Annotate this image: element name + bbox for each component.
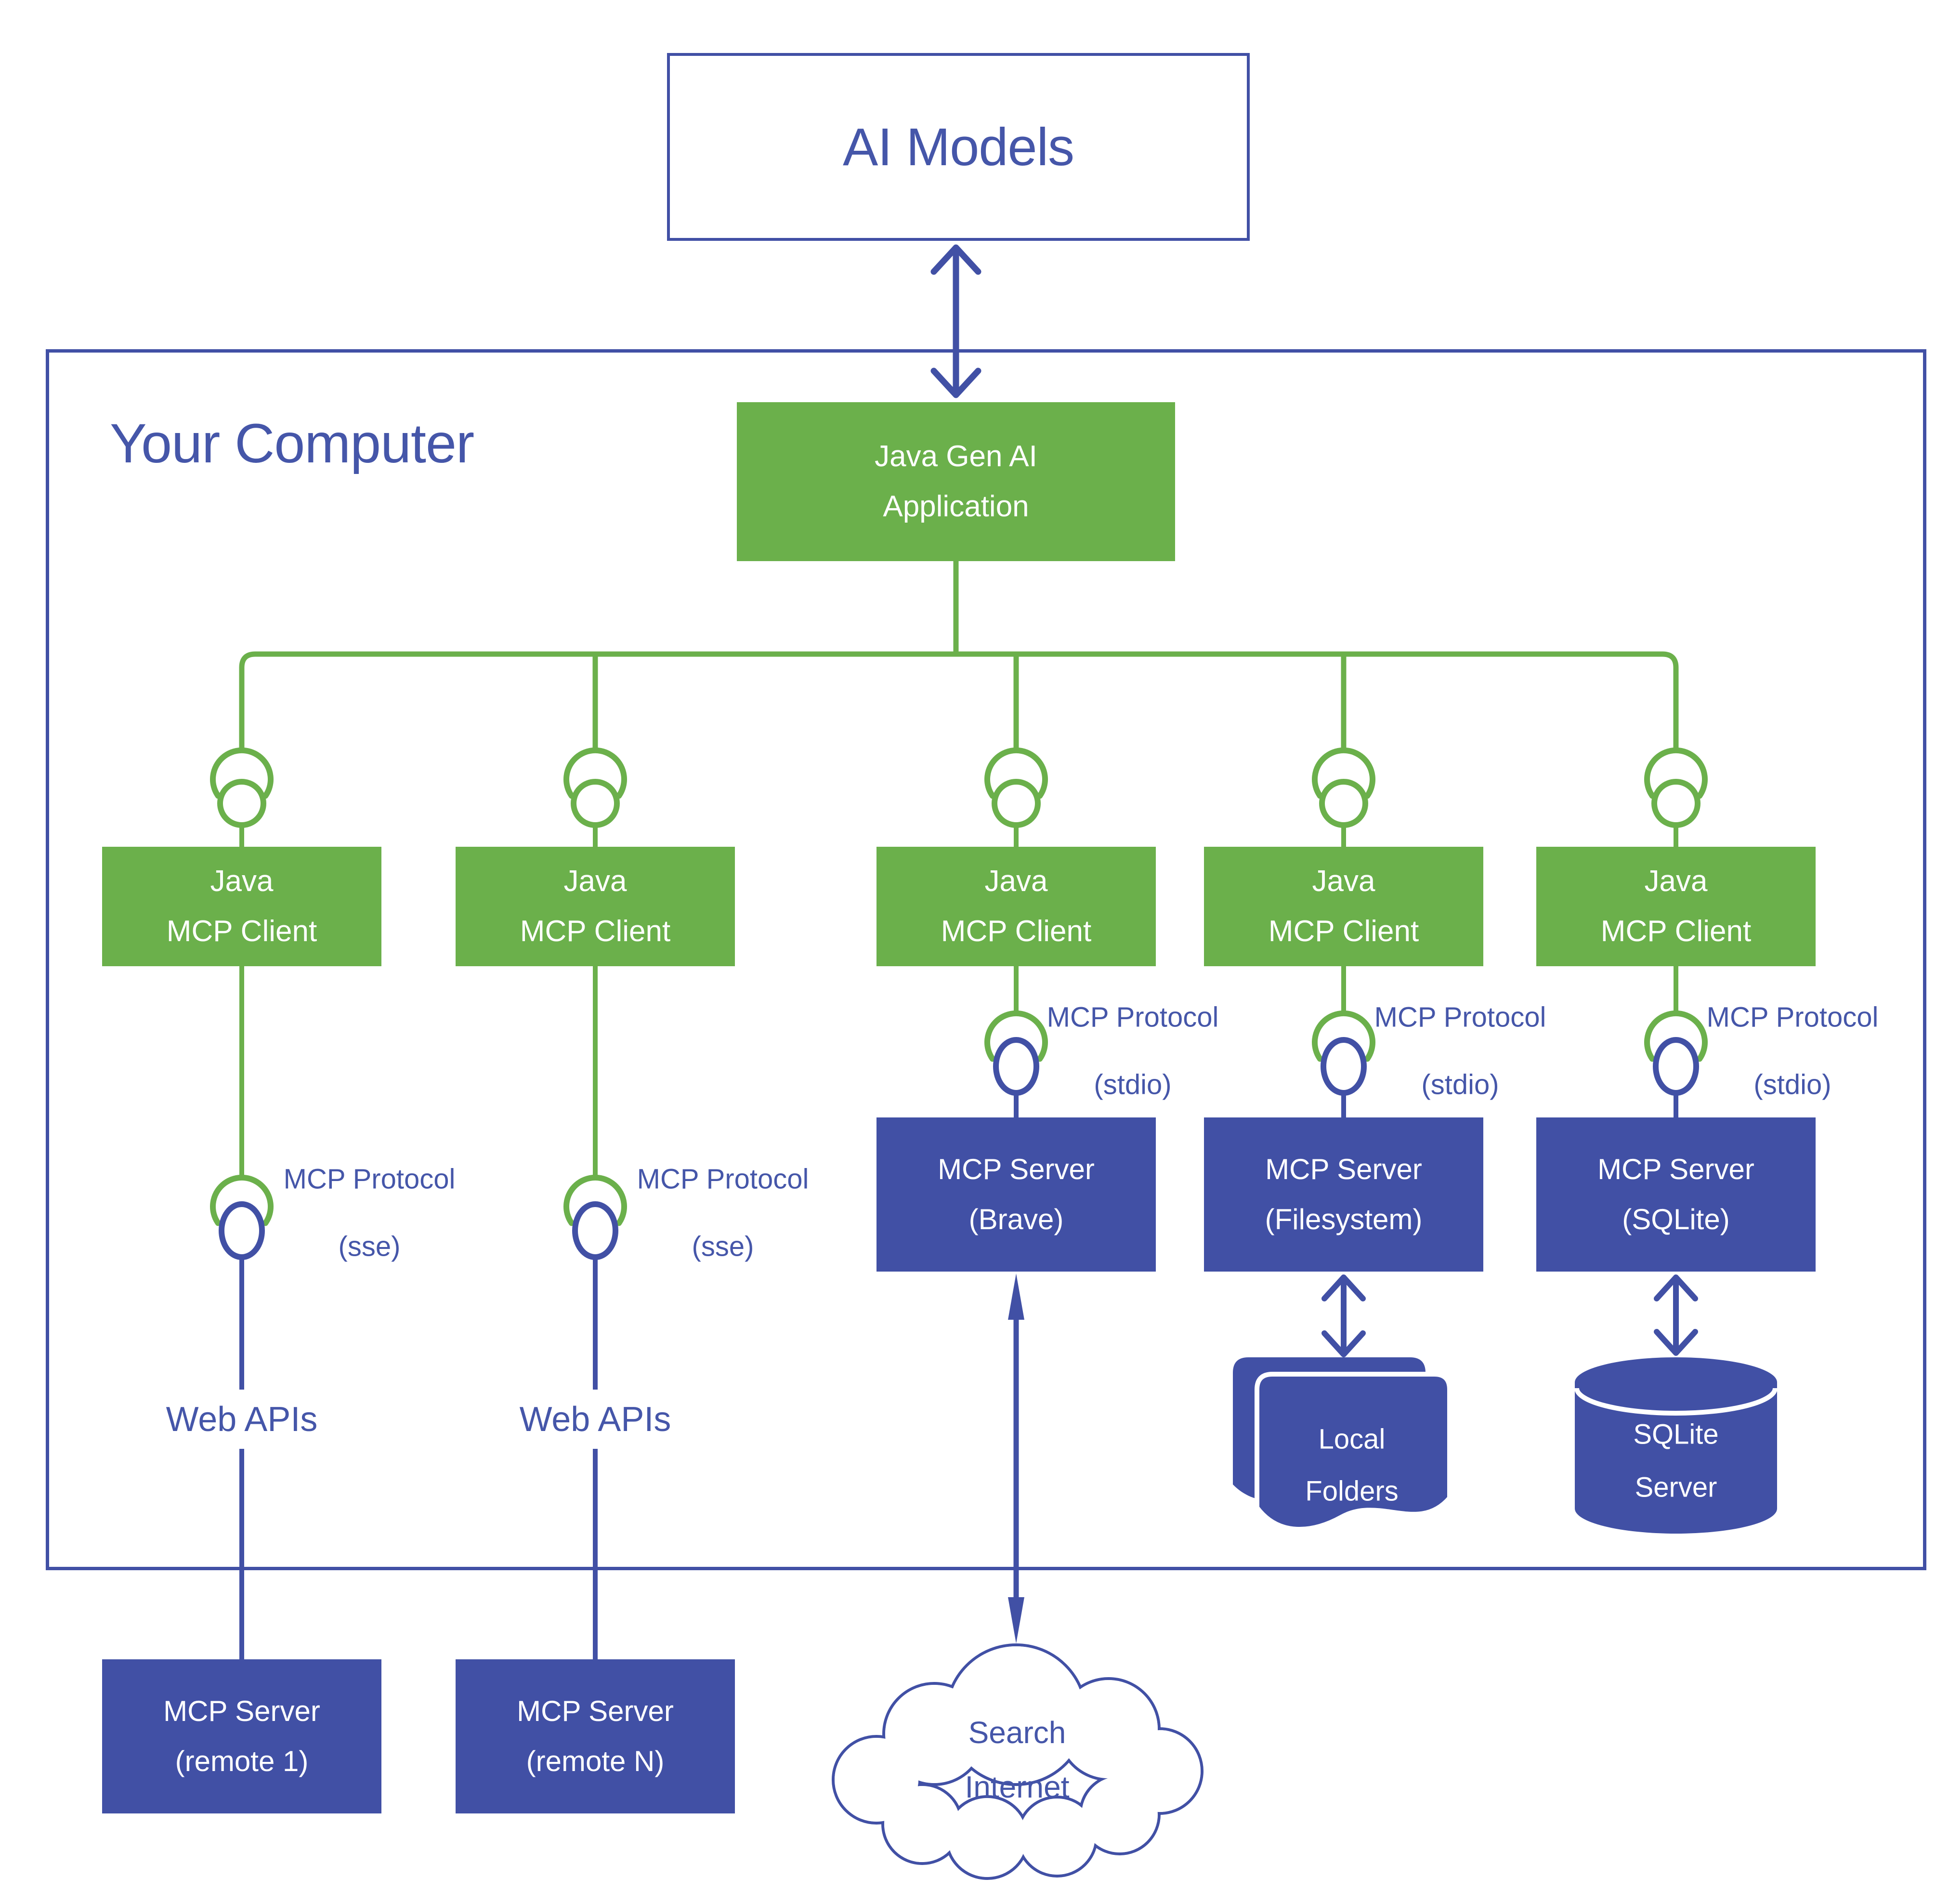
mcp-sse-connector-icon: [563, 1175, 627, 1276]
mcp-server-remoteN-line2: (remote N): [526, 1745, 665, 1777]
local-folders-label-line1: Local: [1318, 1423, 1386, 1455]
connector-client4-stdio: [1341, 966, 1346, 1014]
mcp-client-label-line1: Java: [984, 865, 1048, 898]
mcp-server-filesystem-line1: MCP Server: [1265, 1153, 1422, 1185]
client-bus-connector: [239, 561, 1679, 752]
mcp-client-label-line2: MCP Client: [941, 915, 1092, 948]
mcp-server-filesystem-box: MCP Server (Filesystem): [1204, 1117, 1483, 1272]
mcp-client-label-line2: MCP Client: [166, 915, 317, 948]
internet-cloud-icon: [832, 1643, 1203, 1880]
brave-internet-double-arrow-icon: [1008, 1274, 1024, 1643]
gen-ai-app-label-line1: Java Gen AI: [875, 440, 1037, 473]
mcp-client-box-4: Java MCP Client: [1204, 847, 1483, 966]
mcp-server-brave-box: MCP Server (Brave): [876, 1117, 1156, 1272]
your-computer-label: Your Computer: [110, 413, 474, 474]
mcp-client-box-2: Java MCP Client: [456, 847, 735, 966]
mcp-server-remoteN-line1: MCP Server: [517, 1695, 674, 1727]
mcp-server-brave-line2: (Brave): [968, 1203, 1064, 1235]
mcp-client-label-line1: Java: [563, 865, 627, 898]
protocol-label-sse-1-line1: MCP Protocol: [283, 1163, 456, 1195]
connector-sse1-webapi: [239, 1274, 244, 1390]
filesystem-folders-double-arrow-icon: [1321, 1274, 1366, 1357]
mcp-client-label-line2: MCP Client: [520, 915, 671, 948]
protocol-label-stdio-1-line1: MCP Protocol: [1046, 1001, 1219, 1033]
mcp-server-remote1-line2: (remote 1): [175, 1745, 309, 1777]
web-apis-label-2: Web APIs: [519, 1400, 671, 1439]
mcp-server-remote1-line1: MCP Server: [163, 1695, 320, 1727]
sqlite-server-label-line1: SQLite: [1633, 1418, 1719, 1450]
protocol-label-stdio-3-line2: (stdio): [1753, 1069, 1831, 1101]
gen-ai-app-box: Java Gen AI Application: [737, 402, 1175, 561]
connector-client1-sse: [239, 966, 244, 1178]
protocol-label-sse-1-line2: (sse): [338, 1231, 401, 1262]
mcp-client-label-line1: Java: [210, 865, 274, 898]
protocol-label-stdio-2-line2: (stdio): [1421, 1069, 1499, 1101]
mcp-connector-icon: [984, 748, 1048, 849]
sqlite-server-label-line2: Server: [1635, 1471, 1717, 1503]
protocol-label-sse-2-line1: MCP Protocol: [637, 1163, 809, 1195]
connector-webapi2-remoteN: [593, 1449, 598, 1659]
mcp-server-brave-line1: MCP Server: [938, 1153, 1095, 1185]
web-apis-label-1: Web APIs: [166, 1400, 318, 1439]
mcp-client-label-line2: MCP Client: [1600, 915, 1752, 948]
mcp-server-remoteN-box: MCP Server (remote N): [456, 1659, 735, 1813]
mcp-server-filesystem-line2: (Filesystem): [1265, 1203, 1423, 1235]
mcp-stdio-connector-icon: [1644, 1011, 1708, 1118]
ai-models-box: AI Models: [667, 53, 1250, 241]
mcp-stdio-connector-icon: [984, 1011, 1048, 1118]
mcp-connector-icon: [1312, 748, 1375, 849]
connector-webapi1-remote1: [239, 1449, 244, 1659]
mcp-connector-icon: [563, 748, 627, 849]
ai-models-label: AI Models: [842, 117, 1074, 177]
sqlite-db-double-arrow-icon: [1654, 1274, 1698, 1356]
protocol-label-stdio-2-line1: MCP Protocol: [1374, 1001, 1546, 1033]
mcp-client-label-line2: MCP Client: [1268, 915, 1419, 948]
ai-app-double-arrow-icon: [930, 244, 981, 398]
mcp-connector-icon: [1644, 748, 1708, 849]
mcp-server-sqlite-line2: (SQLite): [1622, 1203, 1730, 1235]
mcp-server-sqlite-line1: MCP Server: [1597, 1153, 1754, 1185]
cloud-label-line2: Internet: [965, 1770, 1070, 1804]
mcp-client-box-1: Java MCP Client: [102, 847, 381, 966]
connector-client3-stdio: [1014, 966, 1019, 1014]
mcp-client-label-line1: Java: [1644, 865, 1708, 898]
mcp-server-sqlite-box: MCP Server (SQLite): [1536, 1117, 1816, 1272]
mcp-stdio-connector-icon: [1312, 1011, 1375, 1118]
sqlite-database-cylinder-icon: [1574, 1357, 1778, 1534]
connector-client5-stdio: [1674, 966, 1678, 1014]
protocol-label-stdio-3-line1: MCP Protocol: [1706, 1001, 1879, 1033]
gen-ai-app-label-line2: Application: [883, 490, 1029, 523]
mcp-connector-icon: [210, 748, 274, 849]
connector-sse2-webapi: [593, 1274, 598, 1390]
connector-client2-sse: [593, 966, 598, 1178]
local-folders-icon: [1233, 1357, 1452, 1532]
mcp-sse-connector-icon: [210, 1175, 274, 1276]
mcp-client-label-line1: Java: [1312, 865, 1375, 898]
mcp-server-remote1-box: MCP Server (remote 1): [102, 1659, 381, 1813]
cloud-label-line1: Search: [968, 1715, 1066, 1750]
protocol-label-stdio-1-line2: (stdio): [1094, 1069, 1172, 1101]
mcp-client-box-5: Java MCP Client: [1536, 847, 1816, 966]
your-computer-panel: [46, 349, 1926, 1570]
local-folders-label-line2: Folders: [1305, 1475, 1399, 1507]
protocol-label-sse-2-line2: (sse): [692, 1231, 754, 1262]
mcp-client-box-3: Java MCP Client: [876, 847, 1156, 966]
